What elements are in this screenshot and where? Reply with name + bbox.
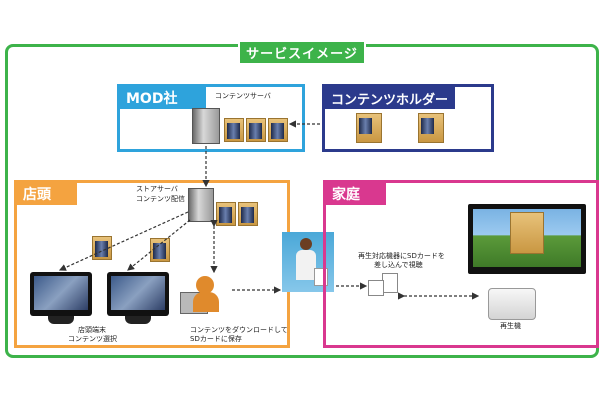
store-server-label: ストアサーバ (136, 185, 178, 193)
arrow-server-to-terminal-1 (58, 211, 189, 271)
content-folder-icon (150, 238, 170, 262)
store-terminal-icon (107, 272, 169, 324)
content-folder-icon (268, 118, 288, 142)
home-section (323, 180, 599, 348)
content-server-icon (192, 108, 220, 144)
store-terminal-icon (30, 272, 92, 324)
save-sd-label: SDカードに保存 (190, 335, 242, 343)
download-instruction-label: コンテンツをダウンロードして (190, 326, 288, 334)
content-selection-label: コンテンツ選択 (68, 335, 117, 343)
content-server-label: コンテンツサーバ (215, 92, 271, 100)
store-terminal-label: 店頭端末 (78, 326, 106, 334)
content-folder-icon (246, 118, 266, 142)
player-label: 再生機 (500, 322, 521, 330)
insert-view-label: 差し込んで視聴 (374, 261, 423, 269)
diagram-title: サービスイメージ (238, 40, 366, 65)
playback-instruction-label: 再生対応機器にSDカードを (358, 252, 445, 260)
content-delivery-label: コンテンツ配信 (136, 195, 185, 203)
content-holder-section (322, 84, 494, 152)
home-label: 家庭 (326, 183, 386, 205)
content-folder-icon (92, 236, 112, 260)
player-device-icon (488, 288, 536, 320)
mod-label: MOD社 (120, 87, 206, 109)
content-folder-icon (216, 202, 236, 226)
sd-card-icon (368, 280, 384, 296)
store-server-icon (188, 188, 214, 222)
arrow-server-to-terminal-2 (127, 219, 191, 271)
content-holder-label: コンテンツホルダー (325, 87, 455, 109)
user-body-icon (193, 292, 219, 312)
content-folder-icon (418, 113, 444, 143)
mod-section (117, 84, 305, 152)
tv-icon (468, 204, 586, 274)
user-icon (196, 276, 214, 294)
store-label: 店頭 (17, 183, 77, 205)
content-folder-icon (238, 202, 258, 226)
content-folder-icon (356, 113, 382, 143)
content-folder-icon (224, 118, 244, 142)
